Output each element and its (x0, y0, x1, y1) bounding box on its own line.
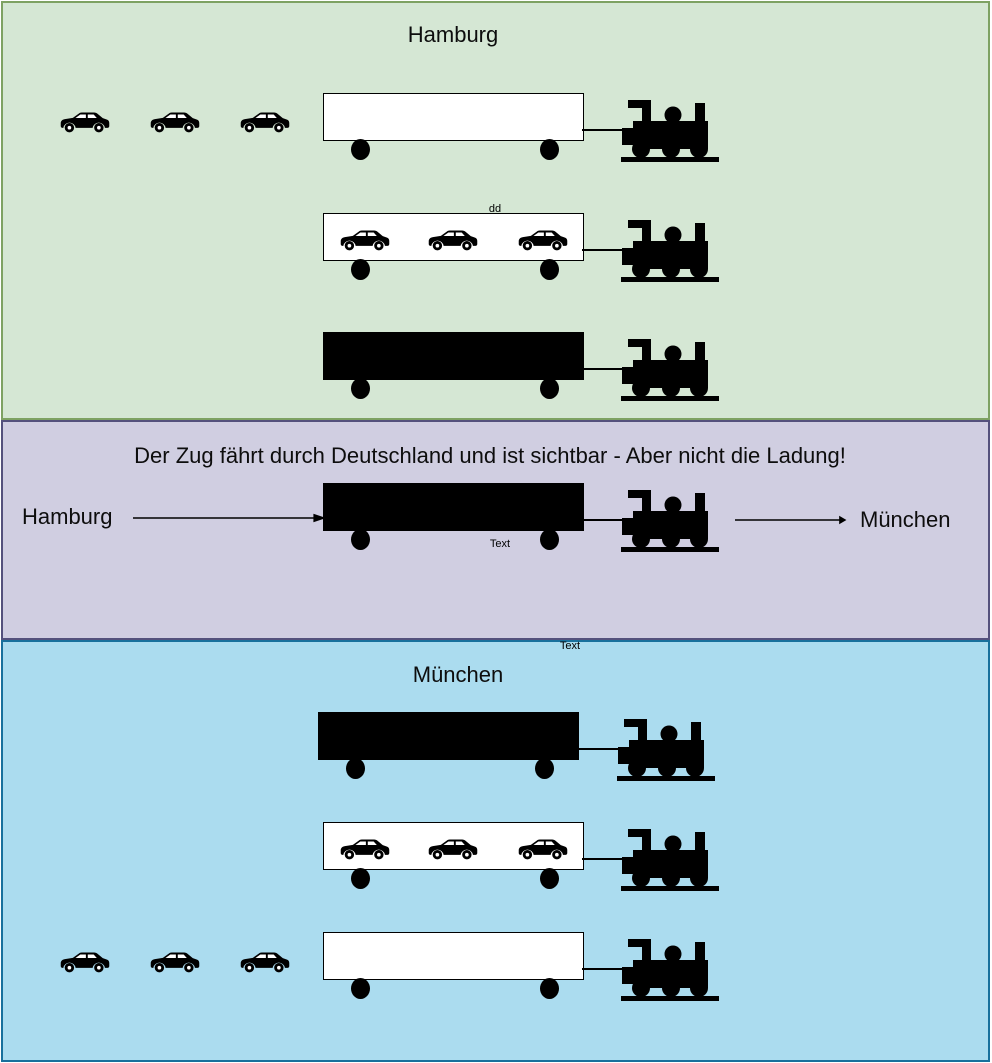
wheel-icon (540, 139, 559, 160)
wagon-note: dd (488, 203, 502, 215)
wheel-icon (540, 259, 559, 280)
transit-headline: Der Zug fährt durch Deutschland und ist … (134, 443, 846, 468)
coupler-line (582, 368, 626, 370)
wheel-icon (351, 978, 370, 999)
empty-wagon (323, 932, 584, 980)
coupler-line (582, 249, 626, 251)
steam-locomotive-icon (620, 335, 720, 403)
hamburg-section-title: Hamburg (407, 22, 499, 47)
car-icon (149, 109, 201, 136)
coupler-line (582, 968, 626, 970)
wheel-icon (540, 978, 559, 999)
muenchen-section-title: München (412, 662, 504, 687)
wheel-icon (351, 139, 370, 160)
car-icon (339, 227, 391, 254)
closed-wagon (323, 332, 584, 380)
wheel-icon (351, 259, 370, 280)
car-icon (427, 836, 479, 863)
wheel-icon (540, 378, 559, 399)
wheel-icon (540, 868, 559, 889)
car-icon (59, 109, 111, 136)
coupler-line (582, 129, 626, 131)
wheel-icon (351, 378, 370, 399)
wheel-icon (535, 758, 554, 779)
coupler-line (582, 858, 626, 860)
steam-locomotive-icon (620, 935, 720, 1003)
empty-wagon (323, 93, 584, 141)
wheel-icon (540, 529, 559, 550)
steam-locomotive-icon (620, 486, 720, 554)
steam-locomotive-icon (620, 96, 720, 164)
car-icon (239, 109, 291, 136)
coupler-line (582, 519, 626, 521)
wheel-icon (351, 529, 370, 550)
wagon-note: Text (489, 538, 511, 550)
car-icon (149, 949, 201, 976)
wheel-icon (351, 868, 370, 889)
car-icon (239, 949, 291, 976)
closed-wagon (323, 483, 584, 531)
boundary-note: Text (559, 640, 581, 652)
car-icon (517, 227, 569, 254)
steam-locomotive-icon (620, 825, 720, 893)
car-icon (59, 949, 111, 976)
origin-label: Hamburg (22, 504, 113, 529)
steam-locomotive-icon (620, 216, 720, 284)
route-arrow-to-destination (735, 513, 847, 527)
destination-label: München (860, 507, 951, 532)
car-icon (427, 227, 479, 254)
car-icon (339, 836, 391, 863)
car-icon (517, 836, 569, 863)
wheel-icon (346, 758, 365, 779)
coupler-line (577, 748, 621, 750)
closed-wagon (318, 712, 579, 760)
steam-locomotive-icon (616, 715, 716, 783)
route-arrow-to-wagon (133, 511, 327, 525)
